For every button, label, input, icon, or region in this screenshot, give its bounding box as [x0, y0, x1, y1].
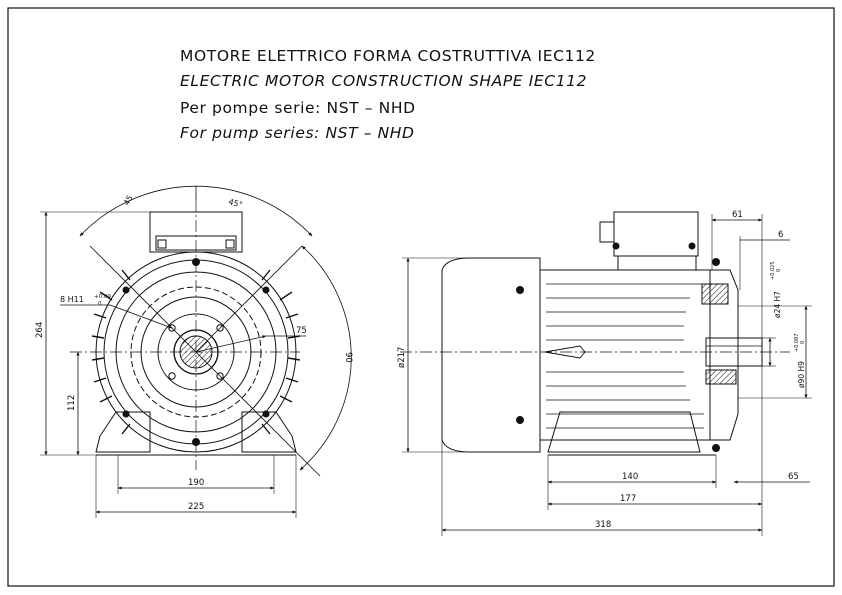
title-line-3: Per pompe serie: NST – NHD [180, 99, 416, 117]
dim-61: 61 [732, 210, 743, 220]
foot-right [241, 411, 297, 453]
shaft-tol-lower: 0 [776, 269, 782, 272]
dim-225: 225 [188, 502, 204, 512]
side-base [547, 411, 701, 453]
cooling-fins [91, 269, 301, 435]
dim-shaft-diameter: ø24 H7 [773, 291, 782, 318]
dim-264: 264 [35, 322, 45, 338]
fan-cover [441, 257, 541, 453]
dim-112: 112 [67, 395, 77, 411]
sheet-border [7, 7, 835, 587]
foot-left [95, 411, 151, 453]
shaft [705, 337, 763, 367]
dim-flange-diameter: ø90 H9 [797, 361, 806, 388]
hole-tol-lower: 0 [98, 301, 102, 307]
side-terminal-box [613, 211, 699, 257]
title-line-2: ELECTRIC MOTOR CONSTRUCTION SHAPE IEC112 [180, 72, 588, 90]
angle-left-label: 45 [122, 194, 135, 207]
dim-140: 140 [622, 472, 638, 482]
flange-tol-upper: +0.087 [794, 333, 800, 352]
dim-65: 65 [788, 472, 799, 482]
flange-tol-lower: 0 [800, 341, 806, 344]
sweep-arc [299, 245, 352, 471]
flange-hatch-top [701, 283, 729, 305]
front-view [40, 185, 352, 518]
body-fins [546, 283, 704, 429]
front-flange [709, 269, 739, 441]
dim-318: 318 [595, 520, 611, 530]
flange-hatch-bottom [705, 369, 737, 385]
angle-right-label: 45° [227, 197, 243, 209]
hole-tol-upper: +0.09 [94, 294, 111, 300]
dim-190: 190 [188, 478, 204, 488]
title-line-4: For pump series: NST – NHD [180, 124, 415, 142]
dim-6: 6 [778, 230, 783, 240]
hole-tolerance-label: 8 H11 [60, 295, 84, 304]
dim-diameter-217: ø217 [397, 347, 407, 368]
side-view [400, 211, 812, 536]
dim-90: 90 [343, 352, 353, 363]
shaft-tol-upper: +0.025 [770, 261, 776, 280]
title-line-1: MOTORE ELETTRICO FORMA COSTRUTTIVA IEC11… [180, 47, 596, 65]
dim-177: 177 [620, 494, 636, 504]
dim-75: 75 [296, 326, 307, 336]
motor-body [539, 269, 711, 441]
